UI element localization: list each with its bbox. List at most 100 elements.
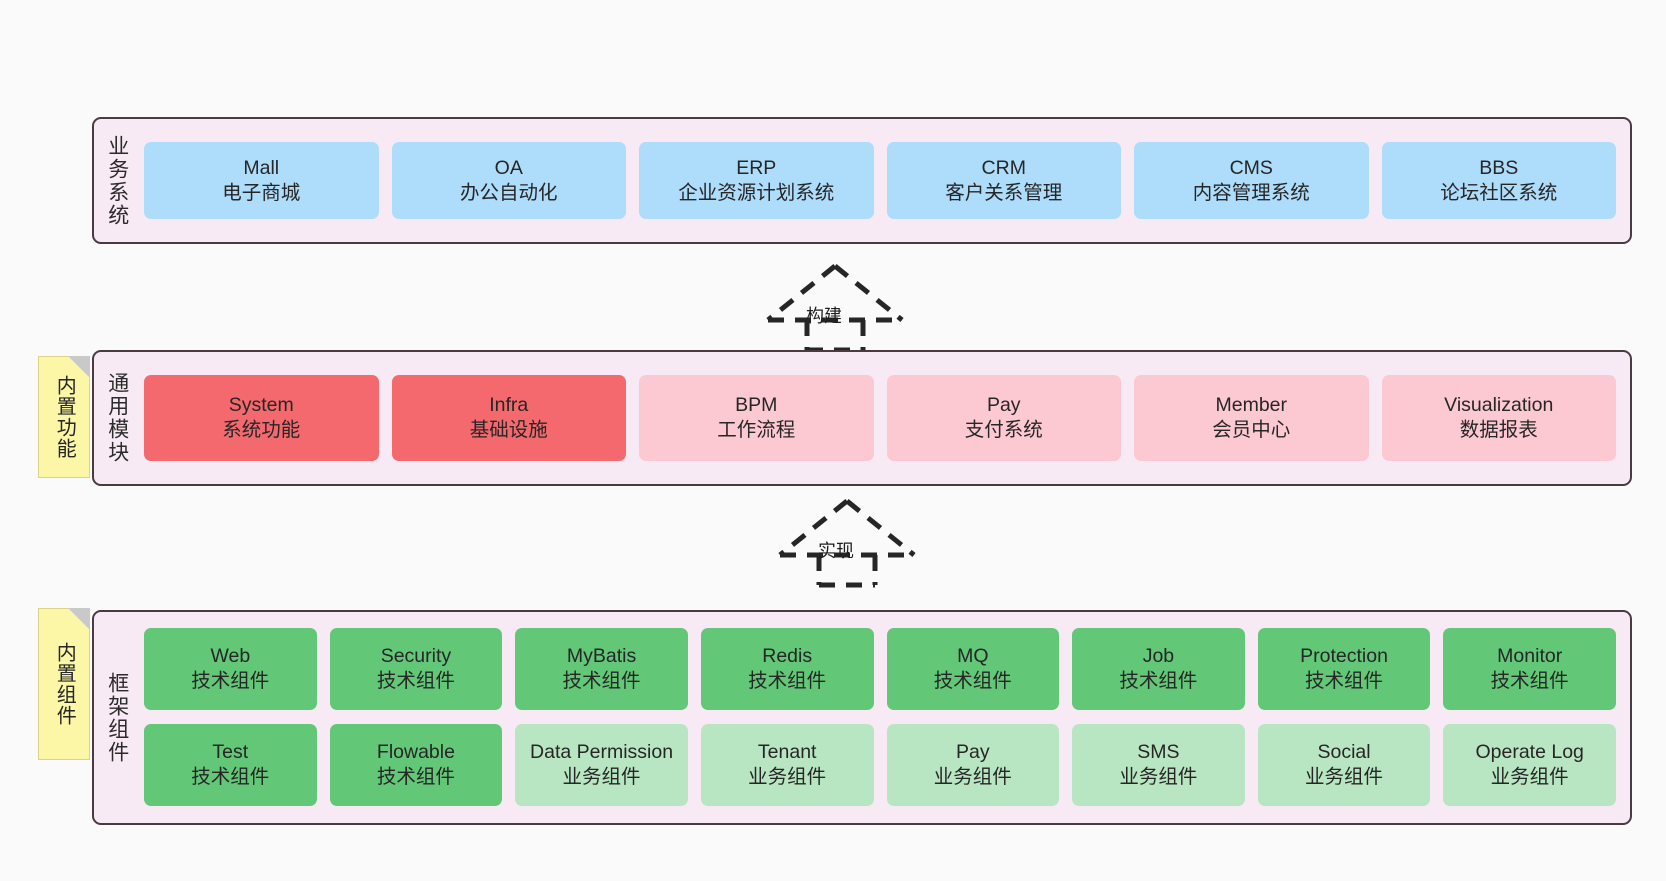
layer-business-systems: 业务系统 Mall 电子商城 OA 办公自动化 ERP 企业资源计划系统 CRM… <box>92 117 1632 244</box>
component-type: 业务组件 <box>748 766 827 788</box>
component-name: Security <box>380 645 452 668</box>
component-name: Job <box>1142 645 1175 668</box>
module-name: CRM <box>981 156 1026 179</box>
component-name: Data Permission <box>530 741 674 764</box>
component-name: Tenant <box>757 741 817 764</box>
component-name: Flowable <box>376 741 455 764</box>
component-type: 技术组件 <box>376 766 455 788</box>
component-name: Pay <box>956 741 990 764</box>
component-type: 业务组件 <box>562 766 641 788</box>
component-card-flowable[interactable]: Flowable 技术组件 <box>329 724 503 806</box>
module-desc: 基础设施 <box>469 419 548 441</box>
module-desc: 客户关系管理 <box>945 181 1063 204</box>
module-card-pay[interactable]: Pay 支付系统 <box>886 375 1121 461</box>
module-name: ERP <box>736 156 777 179</box>
component-type: 技术组件 <box>562 670 641 692</box>
component-type: 技术组件 <box>1119 670 1198 692</box>
module-name: Infra <box>489 394 529 417</box>
module-card-crm[interactable]: CRM 客户关系管理 <box>886 142 1121 219</box>
layer-framework-components: 框架组件 Web 技术组件 Security 技术组件 MyBatis 技术组件… <box>92 610 1632 825</box>
layer-label-business-systems: 业务系统 <box>105 134 129 227</box>
module-card-erp[interactable]: ERP 企业资源计划系统 <box>639 142 874 219</box>
component-type: 技术组件 <box>1305 670 1384 692</box>
component-card-mybatis[interactable]: MyBatis 技术组件 <box>515 628 688 710</box>
module-name: BPM <box>735 394 778 417</box>
module-card-bpm[interactable]: BPM 工作流程 <box>639 375 874 461</box>
component-type: 技术组件 <box>748 670 827 692</box>
note-builtin-features-label: 内置功能 <box>53 375 76 459</box>
component-name: MyBatis <box>566 645 637 668</box>
component-name: Web <box>210 645 251 668</box>
module-card-member[interactable]: Member 会员中心 <box>1134 375 1369 461</box>
component-type: 技术组件 <box>376 670 455 692</box>
component-type: 业务组件 <box>1305 766 1384 788</box>
component-card-monitor[interactable]: Monitor 技术组件 <box>1443 628 1616 710</box>
component-name: Operate Log <box>1475 741 1584 764</box>
connector-build: 构建 <box>760 262 910 353</box>
component-card-sms[interactable]: SMS 业务组件 <box>1072 724 1245 806</box>
component-card-web[interactable]: Web 技术组件 <box>144 628 317 710</box>
component-card-social[interactable]: Social 业务组件 <box>1257 724 1431 806</box>
module-name: Pay <box>986 394 1021 417</box>
component-card-job[interactable]: Job 技术组件 <box>1072 628 1245 710</box>
component-name: MQ <box>957 645 989 668</box>
connector-implement: 实现 <box>772 497 922 588</box>
module-desc: 内容管理系统 <box>1192 181 1310 204</box>
component-name: Test <box>212 741 249 764</box>
note-builtin-components: 内置组件 <box>38 608 90 760</box>
module-desc: 系统功能 <box>222 419 301 441</box>
note-builtin-features: 内置功能 <box>38 356 90 478</box>
module-name: System <box>228 394 294 417</box>
note-builtin-components-label: 内置组件 <box>53 642 76 726</box>
component-type: 技术组件 <box>191 766 270 788</box>
layer-label-framework-components: 框架组件 <box>105 671 129 764</box>
module-card-system[interactable]: System 系统功能 <box>144 375 379 461</box>
common-modules-row: System 系统功能 Infra 基础设施 BPM 工作流程 Pay 支付系统… <box>140 352 1630 484</box>
component-card-redis[interactable]: Redis 技术组件 <box>700 628 874 710</box>
module-card-cms[interactable]: CMS 内容管理系统 <box>1134 142 1369 219</box>
module-desc: 数据报表 <box>1459 419 1538 441</box>
module-desc: 电子商城 <box>222 181 301 204</box>
component-type: 业务组件 <box>1490 766 1569 788</box>
module-card-infra[interactable]: Infra 基础设施 <box>391 375 626 461</box>
component-card-mq[interactable]: MQ 技术组件 <box>886 628 1060 710</box>
module-name: BBS <box>1479 156 1519 179</box>
layer-label-common-modules: 通用模块 <box>105 372 129 464</box>
component-card-tenant[interactable]: Tenant 业务组件 <box>700 724 874 806</box>
component-card-test[interactable]: Test 技术组件 <box>144 724 317 806</box>
module-card-oa[interactable]: OA 办公自动化 <box>391 142 626 219</box>
layer-common-modules: 通用模块 System 系统功能 Infra 基础设施 BPM 工作流程 Pay… <box>92 350 1632 486</box>
component-card-protection[interactable]: Protection 技术组件 <box>1257 628 1431 710</box>
component-type: 业务组件 <box>933 766 1012 788</box>
component-type: 技术组件 <box>191 670 270 692</box>
module-desc: 企业资源计划系统 <box>678 181 835 204</box>
component-type: 业务组件 <box>1119 766 1198 788</box>
connector-build-label: 构建 <box>806 306 842 326</box>
component-name: Redis <box>762 645 813 668</box>
module-desc: 工作流程 <box>717 419 796 441</box>
component-name: Social <box>1317 741 1371 764</box>
component-name: Monitor <box>1497 645 1563 668</box>
component-name: Protection <box>1300 645 1388 668</box>
module-card-bbs[interactable]: BBS 论坛社区系统 <box>1381 142 1616 219</box>
module-desc: 支付系统 <box>964 419 1043 441</box>
component-card-pay[interactable]: Pay 业务组件 <box>886 724 1060 806</box>
component-card-operate-log[interactable]: Operate Log 业务组件 <box>1443 724 1616 806</box>
module-name: Mall <box>243 156 280 179</box>
component-card-data-permission[interactable]: Data Permission 业务组件 <box>515 724 688 806</box>
module-desc: 办公自动化 <box>459 181 558 204</box>
module-name: Member <box>1215 394 1288 417</box>
component-type: 技术组件 <box>1490 670 1569 692</box>
component-card-security[interactable]: Security 技术组件 <box>329 628 503 710</box>
module-card-mall[interactable]: Mall 电子商城 <box>144 142 379 219</box>
connector-implement-label: 实现 <box>818 541 854 561</box>
framework-components-grid: Web 技术组件 Security 技术组件 MyBatis 技术组件 Redi… <box>140 612 1630 823</box>
module-name: Visualization <box>1444 394 1554 417</box>
module-desc: 会员中心 <box>1212 419 1291 441</box>
component-name: SMS <box>1137 741 1180 764</box>
module-desc: 论坛社区系统 <box>1440 181 1558 204</box>
module-card-visualization[interactable]: Visualization 数据报表 <box>1381 375 1616 461</box>
component-type: 技术组件 <box>933 670 1012 692</box>
module-name: CMS <box>1229 156 1273 179</box>
